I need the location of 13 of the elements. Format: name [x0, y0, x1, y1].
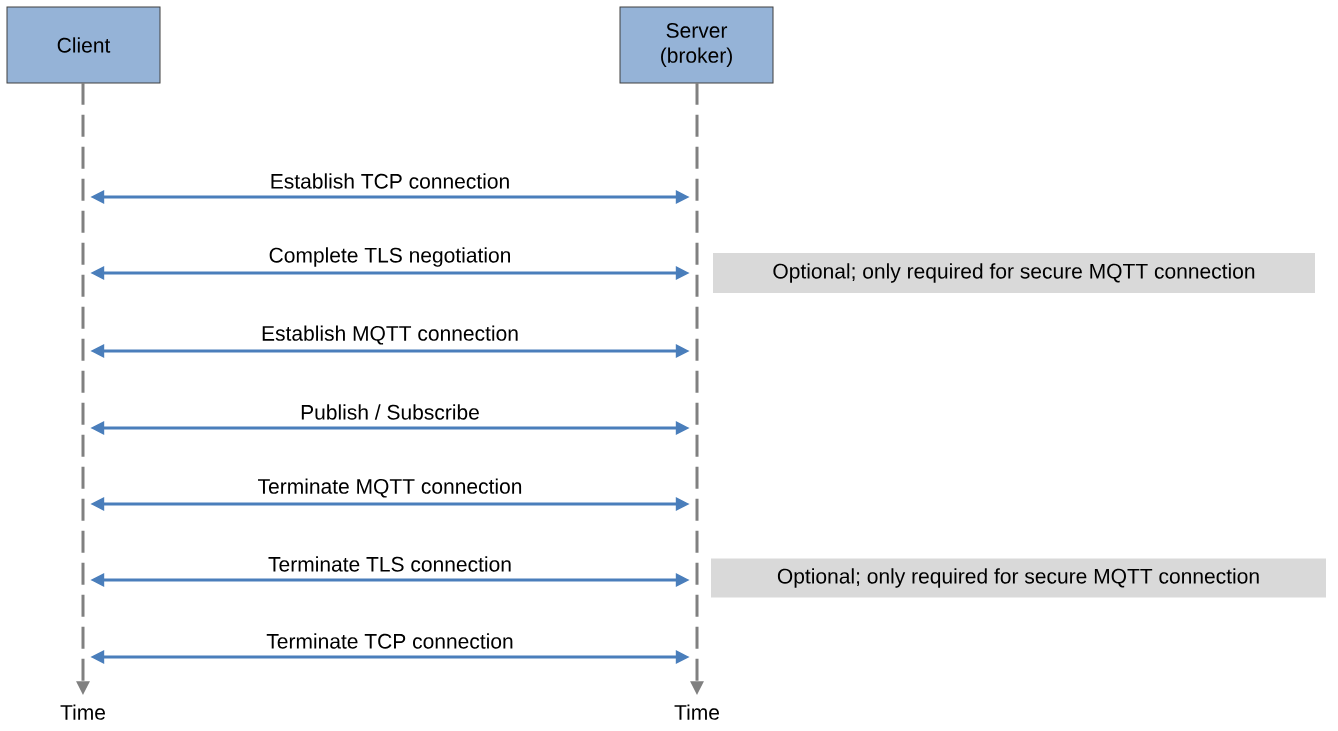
edge-label: Complete TLS negotiation	[267, 246, 513, 268]
edge-label: Terminate MQTT connection	[256, 477, 524, 499]
edge-label: Terminate TLS connection	[267, 555, 513, 573]
note-box: Optional; only required for secure MQTT connection	[711, 558, 1326, 598]
note-box: Optional; only required for secure MQTT connection	[713, 253, 1315, 293]
participant-box: Server (broker)	[619, 6, 774, 84]
time-label: Time	[60, 704, 105, 720]
participant-box: Client	[6, 6, 161, 84]
edge-label: Terminate TCP connection	[265, 632, 515, 650]
edge-label: Establish MQTT connection	[260, 324, 520, 346]
edge-label: Establish TCP connection	[268, 172, 512, 190]
time-label: Time	[674, 704, 719, 720]
edge-label: Publish / Subscribe	[299, 403, 481, 421]
